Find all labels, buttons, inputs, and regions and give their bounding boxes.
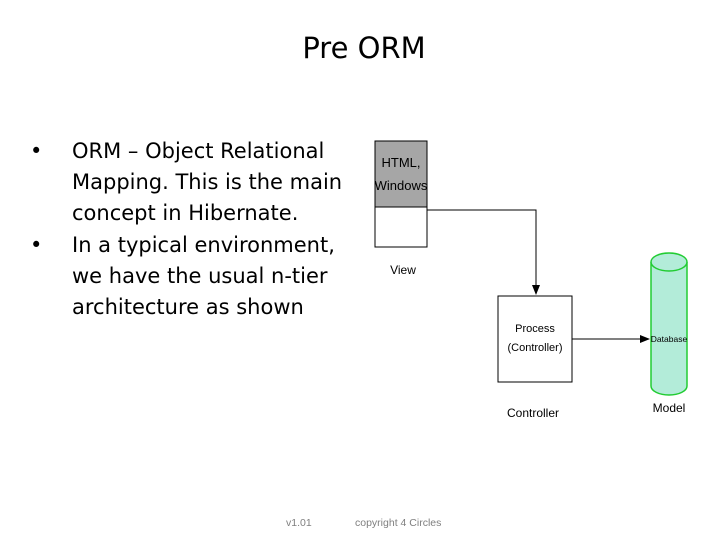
process-box [497, 295, 573, 383]
bullet-text: ORM – Object Relational Mapping. This is… [72, 139, 343, 225]
bullet-text: In a typical environment, we have the us… [72, 233, 335, 319]
view-to-controller-connector [427, 209, 540, 295]
database-label: Database [651, 334, 688, 344]
process-line2: (Controller) [507, 342, 562, 354]
bullet-list: • ORM – Object Relational Mapping. This … [30, 136, 360, 324]
process-line1: Process [515, 323, 555, 335]
footer-copyright: copyright 4 Circles [355, 517, 442, 529]
bullet-dot: • [30, 233, 43, 257]
view-label: View [390, 263, 416, 277]
view-box-line2: Windows [375, 178, 428, 193]
slide-title: Pre ORM [302, 31, 426, 65]
database-cylinder-bottom [650, 385, 688, 396]
bullet-item: • In a typical environment, we have the … [30, 230, 360, 323]
bullet-dot: • [30, 139, 43, 163]
view-box-header [374, 140, 428, 208]
model-label: Model [653, 401, 686, 415]
controller-label: Controller [507, 406, 559, 420]
database-cylinder-body [651, 262, 687, 386]
view-box-line1: HTML, [382, 155, 421, 170]
database-cylinder-top [650, 252, 688, 272]
bullet-item: • ORM – Object Relational Mapping. This … [30, 136, 360, 229]
footer-version: v1.01 [286, 517, 312, 529]
view-box-body [374, 206, 428, 248]
